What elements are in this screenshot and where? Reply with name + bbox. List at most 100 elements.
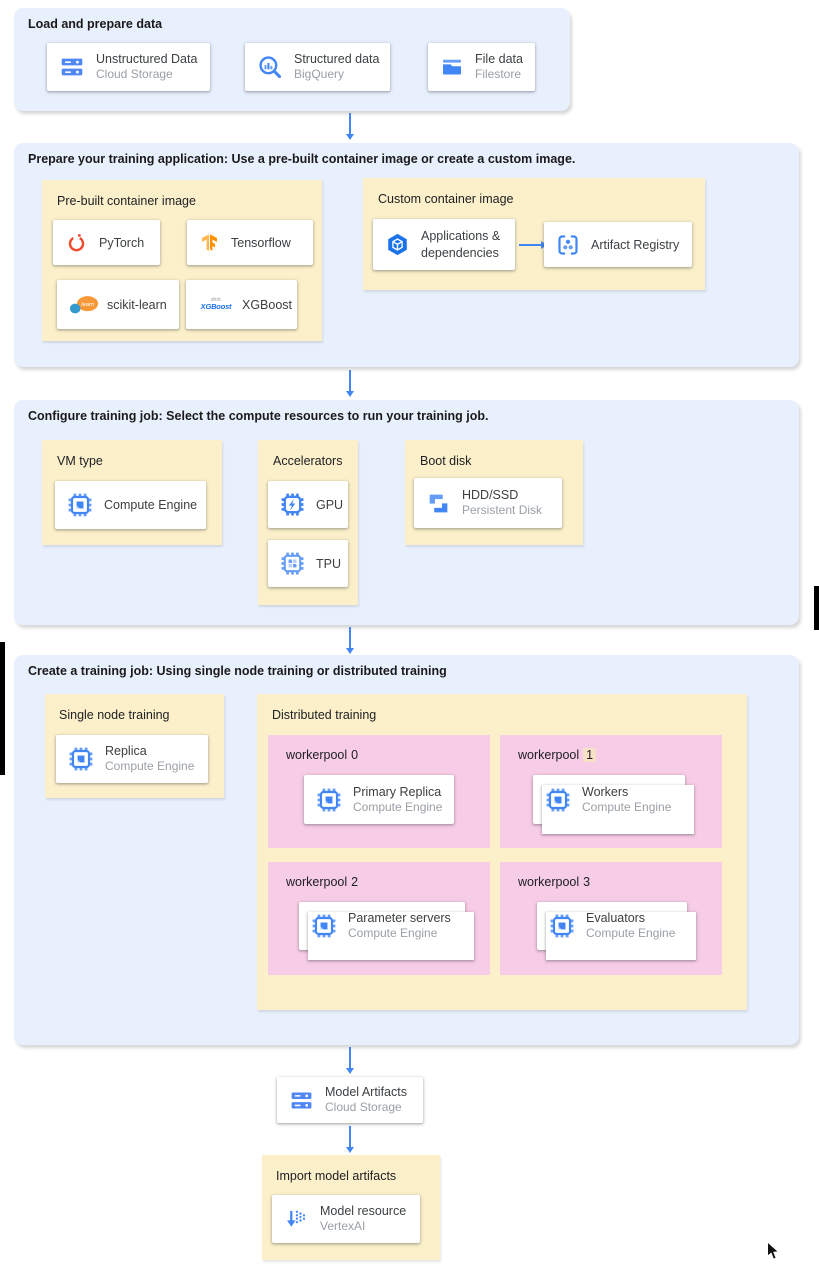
card-title: Unstructured Data xyxy=(96,52,198,67)
card-xgboost: dmlc XGBoost XGBoost xyxy=(186,280,297,329)
panel-title: Accelerators xyxy=(273,454,343,468)
card-title: Primary Replica xyxy=(353,784,442,799)
card-model-resource: Model resource VertexAI xyxy=(272,1195,420,1243)
applications-dependencies-icon xyxy=(385,232,410,257)
card-title: PyTorch xyxy=(99,235,145,250)
card-subtitle: Persistent Disk xyxy=(462,503,543,518)
compute-engine-icon xyxy=(549,913,575,939)
card-tpu: TPU xyxy=(268,540,348,587)
card-replica: Replica Compute Engine xyxy=(56,735,208,783)
highlighted-number: 1 xyxy=(583,748,597,762)
card-title: HDD/SSD xyxy=(462,488,519,503)
persistent-disk-icon xyxy=(426,491,451,516)
section-title: Create a training job: Using single node… xyxy=(28,664,447,678)
card-title: GPU xyxy=(316,497,344,512)
panel-custom-container: Custom container image Applications & de… xyxy=(363,178,705,290)
card-workers: Workers Compute Engine xyxy=(533,775,694,834)
xgboost-logo-text: XGBoost xyxy=(200,302,232,312)
panel-title: Pre-built container image xyxy=(57,194,196,208)
panel-title: Custom container image xyxy=(378,192,514,206)
section-title: Prepare your training application: Use a… xyxy=(28,152,576,166)
card-title: Replica xyxy=(105,744,147,759)
card-subtitle: BigQuery xyxy=(294,67,345,82)
card-title: scikit-learn xyxy=(107,297,167,312)
compute-engine-icon xyxy=(316,787,342,813)
card-persistent-disk: HDD/SSD Persistent Disk xyxy=(414,478,562,528)
card-gpu: GPU xyxy=(268,481,348,528)
card-title: Structured data xyxy=(294,52,380,67)
card-model-artifacts: Model Artifacts Cloud Storage xyxy=(277,1077,423,1123)
card-title: Workers xyxy=(582,784,629,799)
xgboost-icon: dmlc XGBoost xyxy=(198,298,234,311)
panel-vm-type: VM type Compute Engine xyxy=(42,440,222,545)
card-file-data: File data Filestore xyxy=(428,43,535,91)
section-configure-job: Configure training job: Select the compu… xyxy=(14,400,799,625)
card-title: Applications & dependencies xyxy=(421,229,501,260)
card-applications-dependencies: Applications & dependencies xyxy=(373,219,515,270)
gpu-icon xyxy=(280,492,305,517)
compute-engine-icon xyxy=(545,787,571,813)
panel-title: Import model artifacts xyxy=(276,1169,397,1183)
card-title: XGBoost xyxy=(242,297,293,312)
section-load-data: Load and prepare data Unstructured Data … xyxy=(14,8,570,111)
compute-engine-icon xyxy=(311,913,337,939)
card-title: Parameter servers xyxy=(348,911,451,926)
card-title: Model resource xyxy=(320,1204,407,1219)
panel-boot-disk: Boot disk HDD/SSD Persistent Disk xyxy=(405,440,583,545)
panel-accelerators: Accelerators GPU TPU xyxy=(258,440,358,605)
pytorch-icon xyxy=(65,231,88,254)
panel-title: Distributed training xyxy=(272,708,377,722)
cloud-storage-icon xyxy=(59,54,85,80)
card-compute-engine: Compute Engine xyxy=(55,481,206,529)
flow-arrow-right xyxy=(519,240,547,249)
card-title: Model Artifacts xyxy=(325,1085,407,1100)
compute-engine-icon xyxy=(68,746,94,772)
section-title: Load and prepare data xyxy=(28,17,163,31)
filestore-icon xyxy=(440,55,464,79)
card-structured-data: Structured data BigQuery xyxy=(245,43,390,91)
card-parameter-servers: Parameter servers Compute Engine xyxy=(299,902,474,960)
vertex-ai-icon xyxy=(284,1207,309,1232)
card-title: File data xyxy=(475,52,523,67)
panel-title: Boot disk xyxy=(420,454,472,468)
card-scikit-learn: scikit-learn xyxy=(57,280,179,329)
card-subtitle: Compute Engine xyxy=(353,799,443,814)
compute-engine-icon xyxy=(67,492,93,518)
xgboost-logo-top: dmlc xyxy=(210,297,222,304)
card-subtitle: Compute Engine xyxy=(105,759,195,774)
panel-title: Single node training xyxy=(59,708,170,722)
card-unstructured-data: Unstructured Data Cloud Storage xyxy=(47,43,210,91)
card-subtitle: Filestore xyxy=(475,67,522,82)
flow-arrow-down xyxy=(345,627,354,654)
page-edge-artifact-right xyxy=(814,586,819,630)
card-tensorflow: Tensorflow xyxy=(187,220,313,265)
card-title: Tensorflow xyxy=(231,235,291,250)
card-title: TPU xyxy=(316,556,341,571)
panel-prebuilt-container: Pre-built container image PyTorch Tensor… xyxy=(42,180,322,341)
flow-arrow-down xyxy=(345,113,354,140)
cloud-storage-icon xyxy=(289,1088,314,1113)
panel-single-node: Single node training Replica Compute Eng… xyxy=(45,694,224,798)
card-artifact-registry: Artifact Registry xyxy=(544,222,692,267)
panel-title: VM type xyxy=(57,454,103,468)
card-title: Compute Engine xyxy=(104,498,198,512)
flow-arrow-down xyxy=(345,1047,354,1074)
card-pytorch: PyTorch xyxy=(53,220,160,265)
flow-arrow-down xyxy=(345,1126,354,1153)
section-create-job: Create a training job: Using single node… xyxy=(14,655,799,1045)
tpu-icon xyxy=(280,551,305,576)
artifact-registry-icon xyxy=(556,233,580,257)
card-subtitle: VertexAI xyxy=(320,1219,366,1234)
card-subtitle: Compute Engine xyxy=(348,926,438,941)
section-title: Configure training job: Select the compu… xyxy=(28,409,489,423)
tensorflow-icon xyxy=(199,232,220,253)
